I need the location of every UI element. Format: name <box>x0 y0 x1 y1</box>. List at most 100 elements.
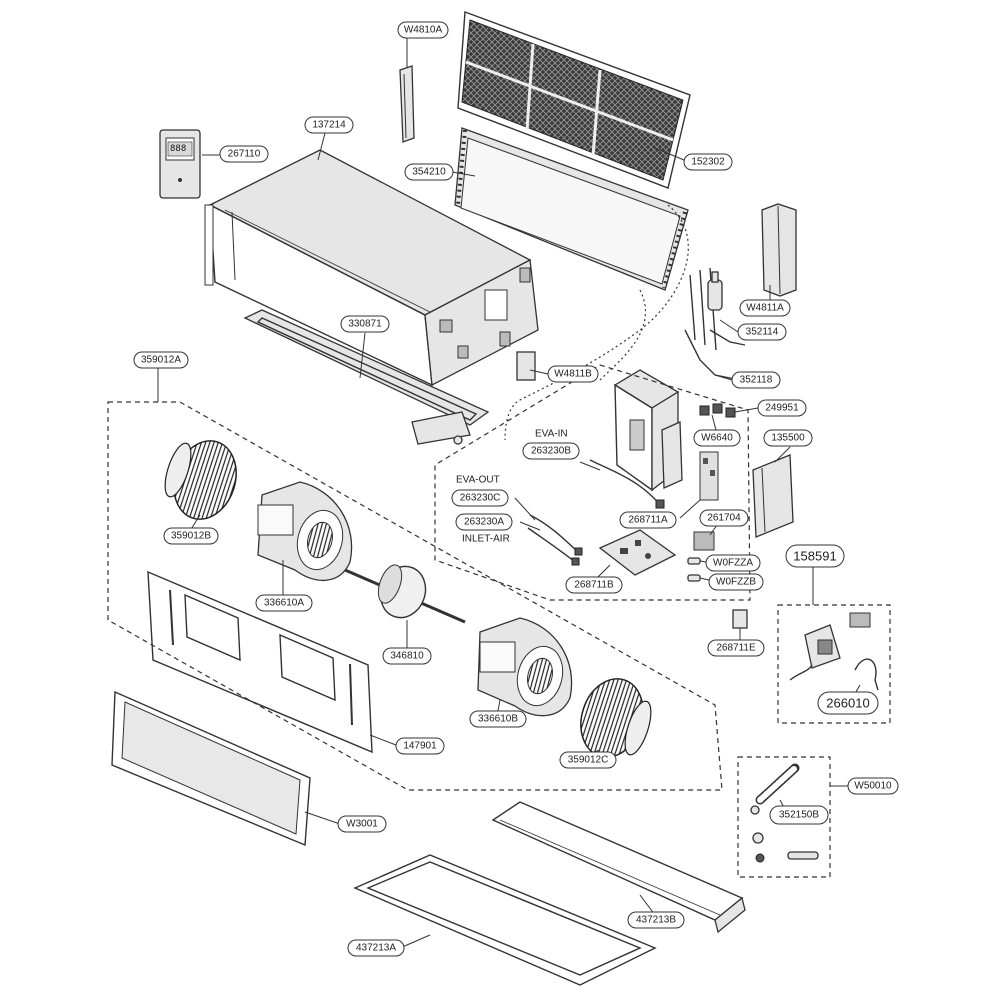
callout-359012B: 359012B <box>163 527 219 545</box>
svg-text:268711A: 268711A <box>628 515 668 526</box>
air-filter-grille <box>457 11 691 189</box>
fan-wheel-right <box>580 678 652 758</box>
callout-W0FZZB: W0FZZB <box>708 573 764 591</box>
svg-text:152302: 152302 <box>691 157 725 168</box>
svg-text:268711B: 268711B <box>574 580 614 591</box>
svg-text:263230A: 263230A <box>464 517 504 528</box>
svg-text:147901: 147901 <box>403 741 437 752</box>
svg-text:346810: 346810 <box>390 651 424 662</box>
callout-346810: 346810 <box>382 647 432 665</box>
callout-263230B: 263230B <box>522 442 580 460</box>
callout-W0FZZA: W0FZZA <box>705 554 761 572</box>
callout-W4811A: W4811A <box>739 299 791 317</box>
svg-text:352118: 352118 <box>740 375 773 386</box>
fan-wheel-left <box>164 440 237 520</box>
fan-orifice-ring-right <box>658 719 714 785</box>
callout-158591: 158591 <box>785 544 845 568</box>
svg-text:158591: 158591 <box>793 549 836 564</box>
callout-437213A: 437213A <box>347 939 405 957</box>
accessory-group-outline <box>737 756 831 878</box>
svg-text:137214: 137214 <box>312 120 346 131</box>
eva-out-label: EVA-OUT <box>456 475 500 486</box>
svg-text:268711E: 268711E <box>716 643 756 654</box>
svg-text:267110: 267110 <box>228 149 261 160</box>
pipe-route-line <box>504 204 689 441</box>
bottom-air-frame <box>111 690 311 847</box>
svg-text:W0FZZA: W0FZZA <box>713 558 753 569</box>
callout-152302: 152302 <box>683 153 733 171</box>
fan-housing-left <box>257 481 353 582</box>
fan-orifice-ring-left <box>115 407 171 473</box>
callout-330871: 330871 <box>340 315 390 333</box>
fan-mounting-panel <box>147 570 373 754</box>
base-panel-b <box>491 801 746 934</box>
svg-text:263230B: 263230B <box>531 446 571 457</box>
svg-text:W4811A: W4811A <box>746 303 784 314</box>
svg-text:W6640: W6640 <box>701 433 733 444</box>
callout-359012C: 359012C <box>559 751 617 769</box>
control-box-assembly <box>613 369 736 501</box>
callout-W50010: W50010 <box>847 777 899 795</box>
callout-263230C: 263230C <box>451 489 509 507</box>
pipe-route-line-2 <box>599 289 646 381</box>
callout-352118: 352118 <box>731 371 781 389</box>
svg-text:135500: 135500 <box>771 433 805 444</box>
blower-group-outline <box>107 401 723 791</box>
svg-text:352114: 352114 <box>746 327 779 338</box>
svg-text:W4811B: W4811B <box>554 369 592 380</box>
fan-housing-right <box>477 617 573 717</box>
wired-controller: 888 <box>159 129 201 199</box>
callout-147901: 147901 <box>395 737 445 755</box>
small-bracket-b <box>516 351 536 381</box>
callout-352114: 352114 <box>737 323 787 341</box>
callout-261704: 261704 <box>699 509 749 527</box>
callout-W4810A: W4810A <box>397 21 449 39</box>
callout-336610A: 336610A <box>255 594 313 612</box>
callout-266010: 266010 <box>817 691 879 715</box>
terminal-block-and-fuses <box>687 531 715 582</box>
callout-135500: 135500 <box>763 429 813 447</box>
svg-text:W3001: W3001 <box>346 819 378 830</box>
callout-336610B: 336610B <box>469 710 527 728</box>
sensor-wires <box>527 459 665 566</box>
svg-text:354210: 354210 <box>412 167 446 178</box>
side-bracket-a <box>399 65 415 143</box>
drain-pump-assembly <box>789 612 879 691</box>
svg-text:336610B: 336610B <box>478 714 518 725</box>
svg-text:266010: 266010 <box>826 696 869 711</box>
callout-437213B: 437213B <box>627 911 685 929</box>
side-bracket-right <box>761 203 797 297</box>
callout-359012A: 359012A <box>133 351 189 369</box>
svg-text:437213B: 437213B <box>636 915 676 926</box>
controller-display: 888 <box>170 144 186 154</box>
base-panel-a <box>353 854 657 986</box>
evaporator-coil <box>454 127 689 291</box>
svg-text:330871: 330871 <box>348 319 382 330</box>
svg-text:W50010: W50010 <box>854 781 892 792</box>
side-cover <box>752 454 794 538</box>
callout-263230A: 263230A <box>455 513 513 531</box>
callout-W4811B: W4811B <box>547 365 599 383</box>
svg-text:W0FZZB: W0FZZB <box>716 577 756 588</box>
drain-pan <box>243 309 490 445</box>
eva-in-label: EVA-IN <box>535 429 568 440</box>
callout-267110: 267110 <box>219 145 269 163</box>
callout-W3001: W3001 <box>337 815 387 833</box>
callout-249951: 249951 <box>757 399 807 417</box>
svg-text:336610A: 336610A <box>264 598 304 609</box>
svg-text:359012A: 359012A <box>141 355 181 366</box>
svg-text:261704: 261704 <box>707 513 741 524</box>
callout-268711A: 268711A <box>619 511 677 529</box>
svg-text:W4810A: W4810A <box>404 25 443 36</box>
svg-text:359012C: 359012C <box>568 755 609 766</box>
callout-354210: 354210 <box>404 163 454 181</box>
small-pcb-e <box>732 609 748 629</box>
callout-268711B: 268711B <box>565 576 623 594</box>
callout-352150B: 352150B <box>769 805 829 825</box>
drain-pump-group-outline <box>777 604 891 724</box>
callout-268711E: 268711E <box>707 639 765 657</box>
accessory-kit <box>750 763 819 863</box>
svg-text:352150B: 352150B <box>779 810 819 821</box>
svg-text:263230C: 263230C <box>460 493 501 504</box>
